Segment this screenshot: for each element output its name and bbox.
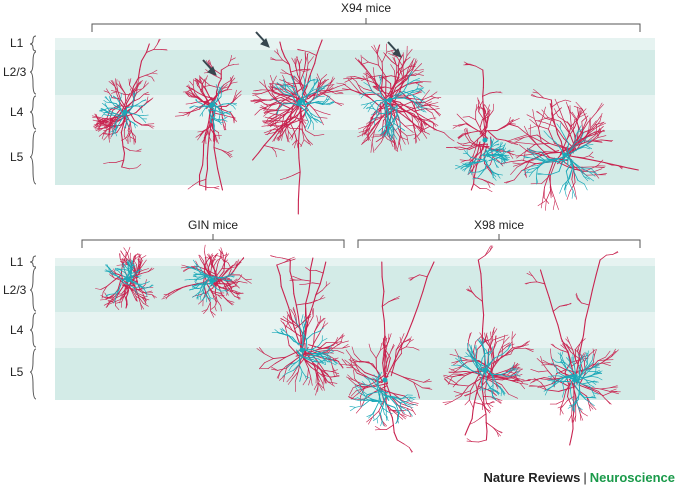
journal-section: Neuroscience bbox=[590, 470, 675, 485]
top-label-l5: L5 bbox=[10, 150, 23, 164]
group-title-x98: X98 mice bbox=[419, 218, 579, 232]
group-title-gin: GIN mice bbox=[133, 218, 293, 232]
bracket-x98 bbox=[358, 234, 640, 248]
top-label-l4: L4 bbox=[10, 105, 23, 119]
group-title-x94: X94 mice bbox=[286, 1, 446, 15]
top-label-l23: L2/3 bbox=[3, 65, 26, 79]
bottom-layer-bands bbox=[55, 258, 655, 400]
journal-name: Nature Reviews bbox=[484, 470, 581, 485]
top-layer-braces bbox=[30, 36, 36, 184]
bottom-layer-braces bbox=[30, 256, 36, 399]
top-band-l23 bbox=[55, 50, 655, 95]
credit-separator: | bbox=[580, 470, 589, 485]
bottom-band-l4 bbox=[55, 312, 655, 348]
bottom-label-l1: L1 bbox=[10, 255, 23, 269]
bracket-gin bbox=[82, 234, 344, 248]
top-label-l1: L1 bbox=[10, 36, 23, 50]
bottom-label-l5: L5 bbox=[10, 365, 23, 379]
bottom-label-l23: L2/3 bbox=[3, 283, 26, 297]
top-band-l1 bbox=[55, 38, 655, 50]
bracket-x94 bbox=[92, 18, 640, 32]
bottom-label-l4: L4 bbox=[10, 323, 23, 337]
journal-credit: Nature Reviews|Neuroscience bbox=[484, 470, 675, 485]
